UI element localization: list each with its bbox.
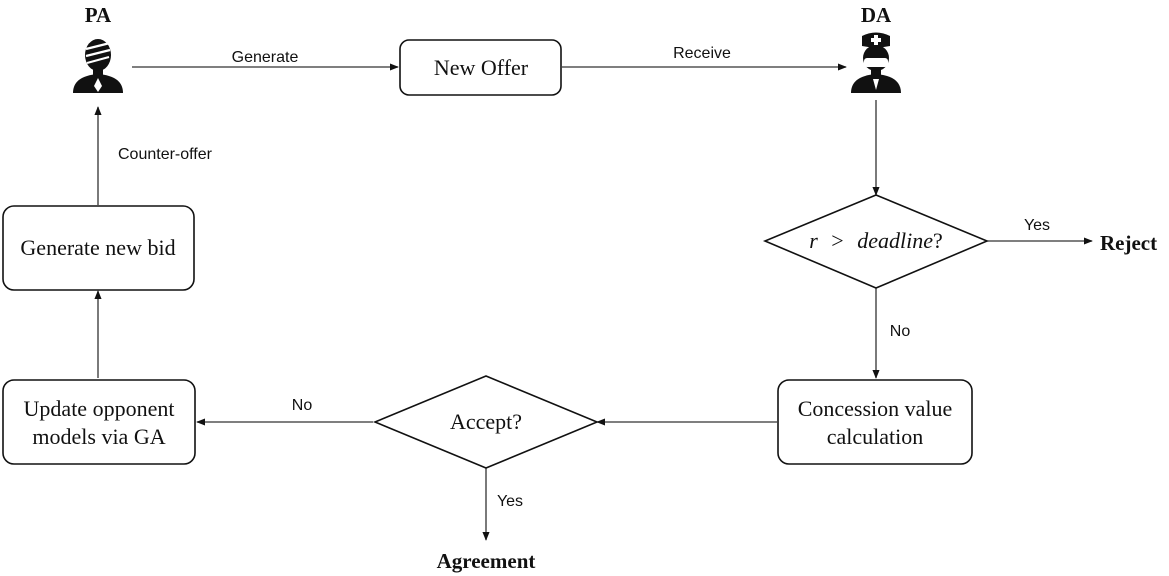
- update-models-label-line2: models via GA: [32, 424, 165, 449]
- update-models-node: [2, 379, 196, 465]
- edge-label-no-concession: No: [890, 323, 911, 340]
- new-offer-node: [399, 39, 562, 96]
- edge-label-yes-reject: Yes: [1024, 217, 1050, 234]
- generate-bid-node: [2, 205, 195, 291]
- edge-label-yes-agreement: Yes: [497, 493, 523, 510]
- da-label: DA: [861, 3, 892, 27]
- edge-label-counter-offer: Counter-offer: [118, 146, 213, 163]
- update-models-label-line1: Update opponent: [24, 396, 175, 421]
- deadline-decision: [762, 194, 990, 289]
- accept-decision: [372, 375, 600, 469]
- pa-label: PA: [85, 3, 112, 27]
- deadline-condition: r > deadline?: [809, 228, 943, 253]
- concession-label-line1: Concession value: [798, 396, 953, 421]
- agreement-outcome: Agreement: [437, 549, 536, 573]
- edge-label-generate: Generate: [232, 49, 299, 66]
- accept-label: Accept?: [450, 409, 522, 434]
- patient-icon: [73, 39, 123, 93]
- edge-label-receive: Receive: [673, 45, 731, 62]
- doctor-icon: [851, 32, 901, 93]
- reject-outcome: Reject: [1100, 231, 1157, 255]
- generate-bid-label: Generate new bid: [20, 235, 175, 260]
- concession-label-line2: calculation: [827, 424, 924, 449]
- edge-label-no-update: No: [292, 397, 313, 414]
- concession-node: [777, 379, 973, 465]
- new-offer-label: New Offer: [434, 55, 529, 80]
